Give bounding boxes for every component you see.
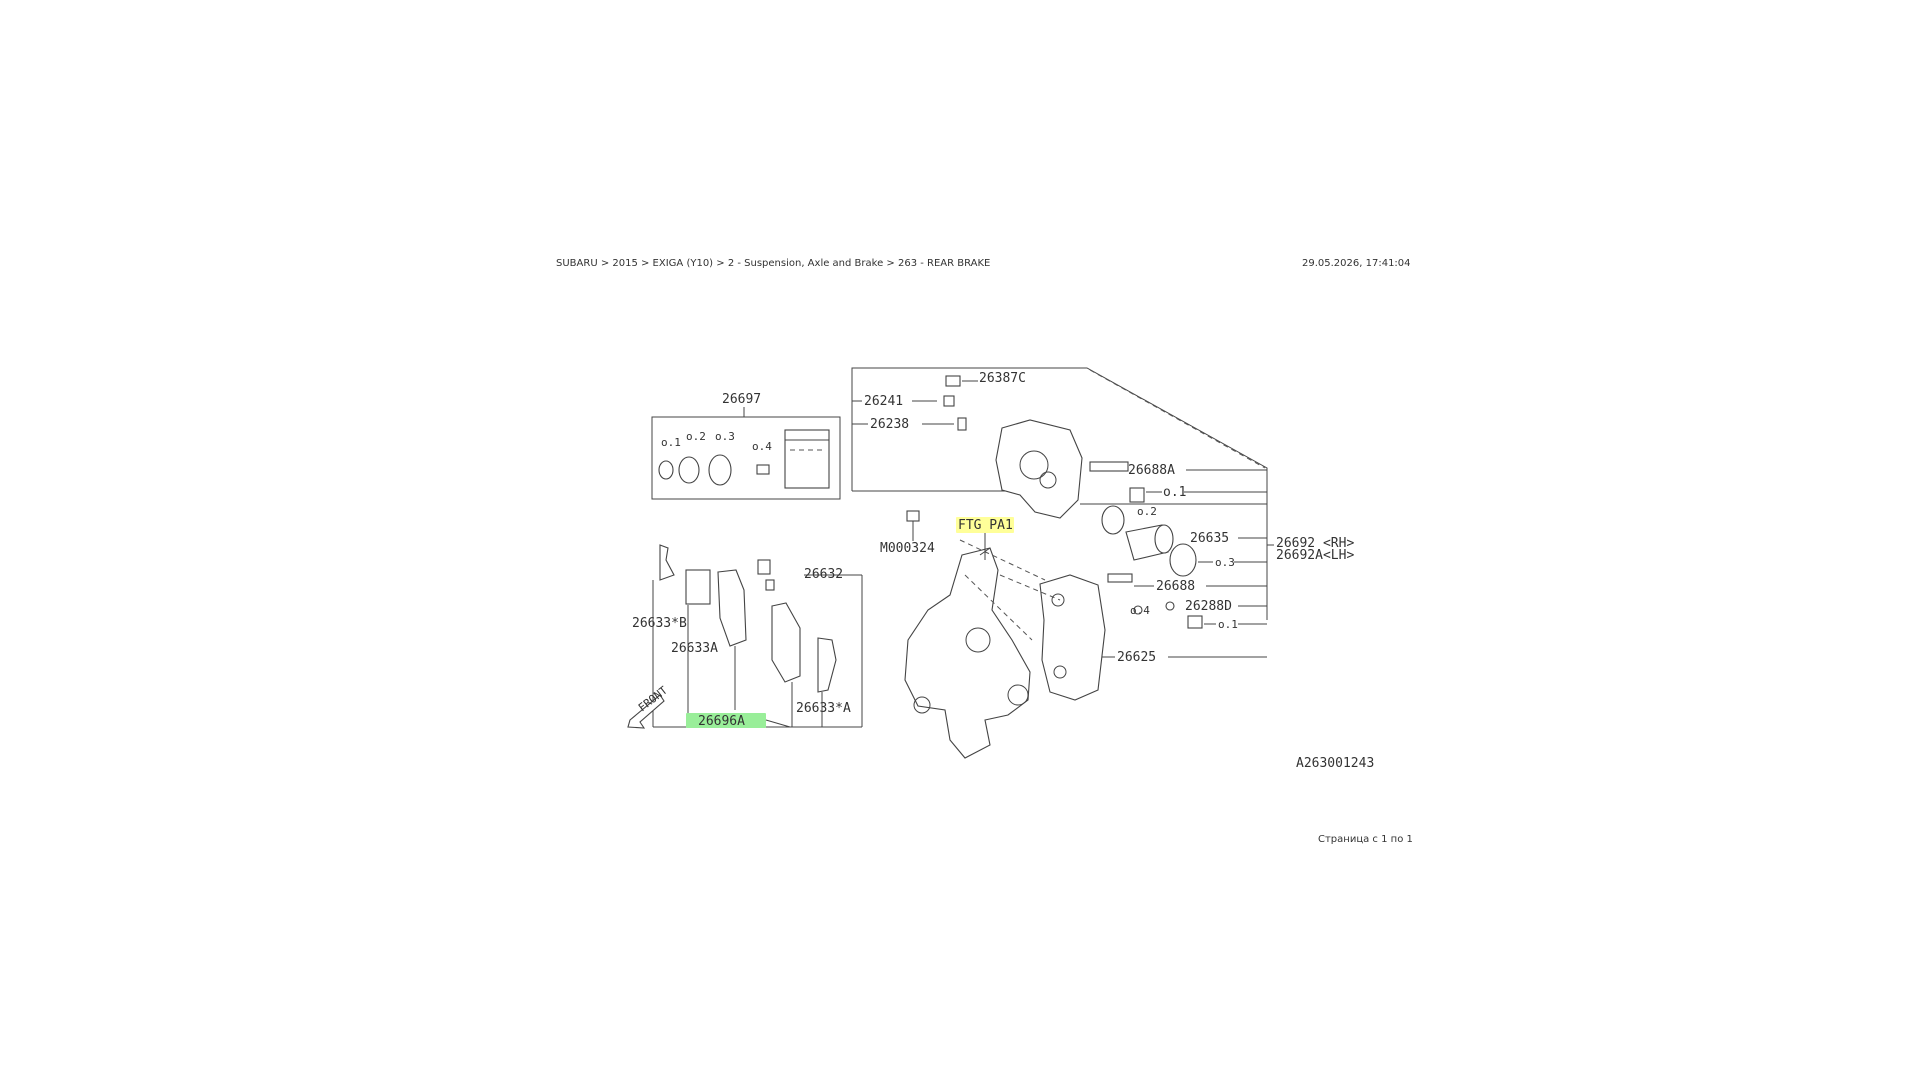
kit-label-o2: o.2 (686, 430, 706, 443)
label-26238[interactable]: 26238 (870, 417, 909, 432)
label-o4[interactable]: o.4 (1130, 604, 1150, 617)
label-26688[interactable]: 26688 (1156, 579, 1195, 594)
label-o1-a[interactable]: o.1 (1163, 485, 1186, 500)
label-26688a[interactable]: 26688A (1128, 463, 1175, 478)
knuckle-shape (904, 547, 1031, 759)
label-26696a[interactable]: 26696A (698, 714, 745, 729)
caliper-support-shape (1039, 574, 1106, 701)
pad-outer-shape (717, 569, 747, 647)
pad-inner-shape (771, 602, 801, 683)
label-26241[interactable]: 26241 (864, 394, 903, 409)
label-26633a-shim[interactable]: 26633A (671, 641, 718, 656)
brake-pad-group: 26632 26633*B 26633A 26633*A 26696A FRON… (627, 544, 863, 729)
kit-part-o4-shape (756, 464, 770, 475)
label-o2[interactable]: o.2 (1137, 505, 1157, 518)
print-timestamp: 29.05.2026, 17:41:04 (1302, 258, 1411, 269)
kit-label-o4: o.4 (752, 440, 772, 453)
label-26697[interactable]: 26697 (722, 392, 761, 407)
kit-part-o1-shape (658, 460, 674, 480)
page-indicator: Страница с 1 по 1 (1318, 834, 1413, 845)
label-26625[interactable]: 26625 (1117, 650, 1156, 665)
caliper-body-shape (995, 419, 1083, 519)
kit-part-o2-shape (678, 456, 700, 484)
label-26633a[interactable]: 26633*A (796, 701, 851, 716)
kit-label-o3: o.3 (715, 430, 735, 443)
label-26288d[interactable]: 26288D (1185, 599, 1232, 614)
label-o3[interactable]: o.3 (1215, 556, 1235, 569)
label-ftg-pa1[interactable]: FTG PA1 (958, 518, 1013, 533)
label-26692-rh[interactable]: 26692 <RH> (1276, 536, 1354, 551)
label-26635[interactable]: 26635 (1190, 531, 1229, 546)
pad-kit-highlight (686, 713, 766, 728)
label-26692a-lh[interactable]: 26692A<LH> (1276, 548, 1354, 563)
kit-part-o3-shape (708, 454, 732, 486)
label-26632[interactable]: 26632 (804, 567, 843, 582)
kit-26697-box: 26697 o.1 o.2 o.3 o.4 (651, 392, 841, 500)
label-o1-b[interactable]: o.1 (1218, 618, 1238, 631)
label-m000324[interactable]: M000324 (880, 541, 935, 556)
diagram-id: A263001243 (1296, 756, 1374, 771)
label-26387c[interactable]: 26387C (979, 371, 1026, 386)
breadcrumb: SUBARU > 2015 > EXIGA (Y10) > 2 - Suspen… (556, 258, 991, 269)
caliper-assembly-box: 26387C 26241 26238 26688A o.1 o.2 26635 … (851, 367, 1354, 665)
front-arrow-icon (627, 694, 665, 729)
ftg-highlight (956, 517, 1014, 533)
kit-label-o1: o.1 (661, 436, 681, 449)
label-26633b[interactable]: 26633*B (632, 616, 687, 631)
